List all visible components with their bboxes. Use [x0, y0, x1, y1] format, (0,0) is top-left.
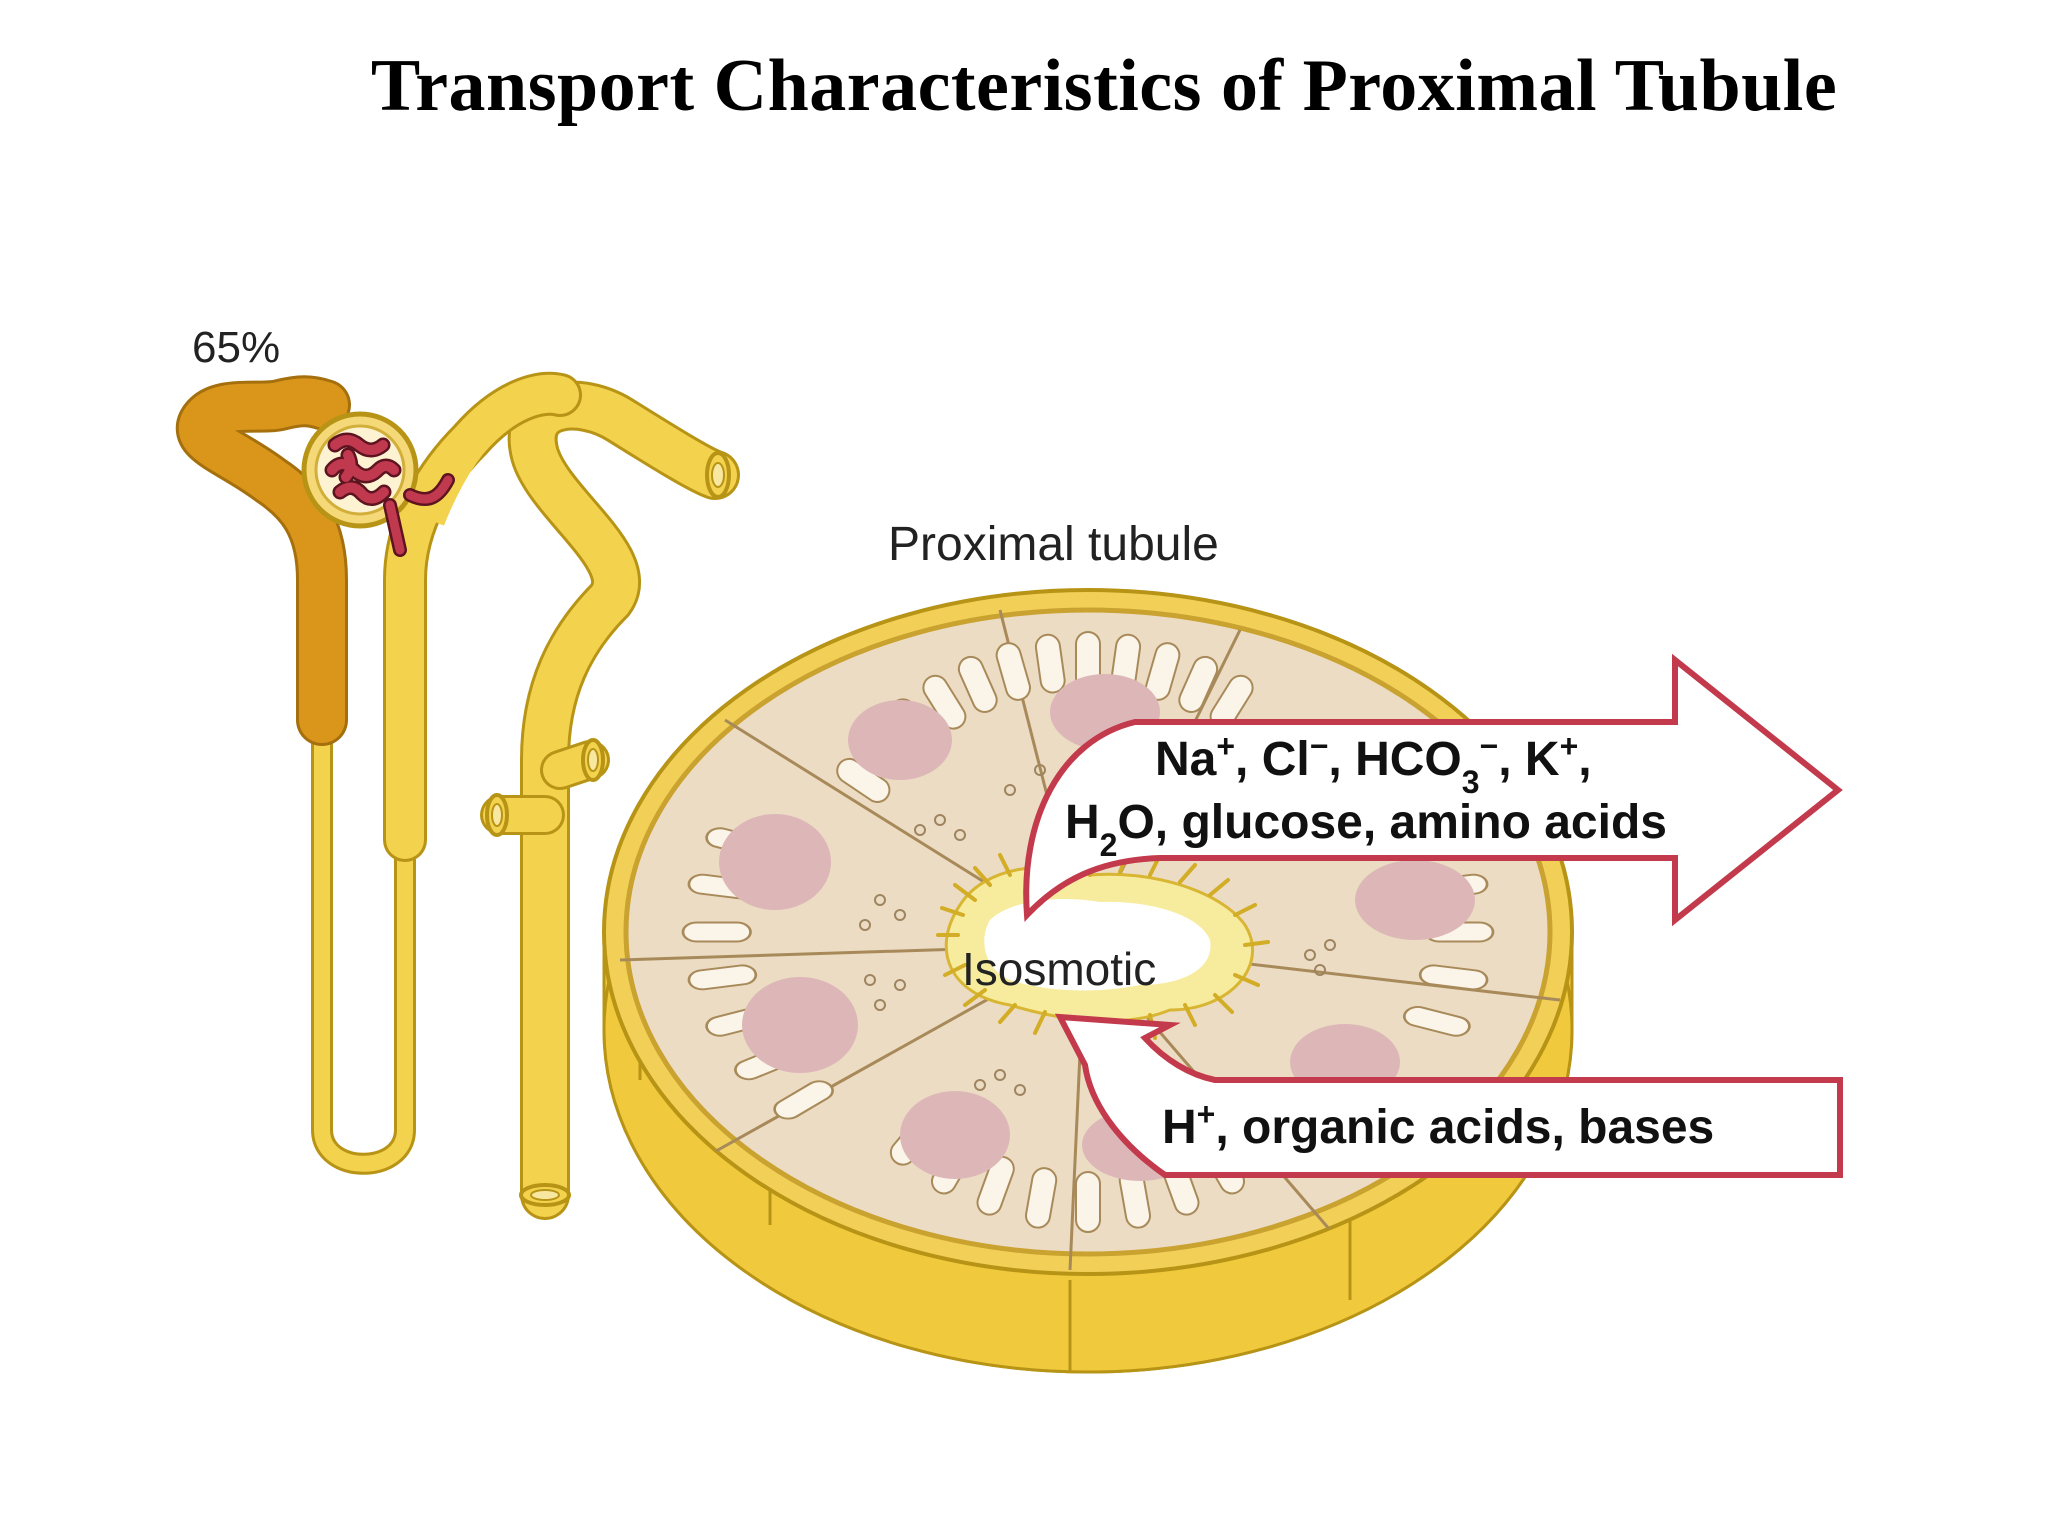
text-segment: +: [1216, 728, 1235, 764]
reabsorbed-solutes-line-2: H2O, glucose, amino acids: [1065, 796, 1667, 863]
text-segment: , organic acids, bases: [1215, 1101, 1714, 1154]
text-segment: Na: [1155, 733, 1217, 786]
text-segment: H: [1162, 1101, 1197, 1154]
lumen-label: Isosmotic: [962, 943, 1156, 995]
secreted-solutes-line-1: H+, organic acids, bases: [1162, 1096, 1714, 1154]
page-title: Transport Characteristics of Proximal Tu…: [370, 45, 1838, 127]
section-label: Proximal tubule: [888, 518, 1219, 571]
lumen: [936, 844, 1270, 1044]
text-segment: −: [1480, 728, 1499, 764]
vesicles: [859, 764, 1336, 1096]
distal-tubule: [480, 380, 740, 1220]
text-segment: H: [1065, 796, 1100, 849]
loop-of-henle: [311, 371, 582, 1175]
secretion-arrow: H+, organic acids, bases: [1054, 1013, 1843, 1178]
text-segment: 2: [1100, 827, 1118, 863]
tubule-cross-section: Proximal tubule Isosmotic: [602, 518, 1574, 1374]
reabsorbed-solutes-line-1: Na+, Cl−, HCO3−, K+,: [1155, 728, 1592, 800]
text-segment: 3: [1462, 764, 1480, 800]
text-segment: −: [1310, 728, 1329, 764]
text-segment: , HCO: [1328, 733, 1461, 786]
proximal-tubule-segment: [175, 375, 351, 746]
nephron-illustration: 65%: [175, 323, 740, 1220]
text-segment: , Cl: [1235, 733, 1310, 786]
text-segment: +: [1197, 1096, 1216, 1132]
text-segment: ,: [1578, 733, 1591, 786]
percent-label: 65%: [192, 323, 280, 372]
text-segment: +: [1560, 728, 1579, 764]
text-segment: , K: [1498, 733, 1560, 786]
text-segment: O, glucose, amino acids: [1117, 796, 1667, 849]
glomerulus: [301, 411, 455, 557]
reabsorption-arrow: Na+, Cl−, HCO3−, K+, H2O, glucose, amino…: [1023, 653, 1843, 927]
